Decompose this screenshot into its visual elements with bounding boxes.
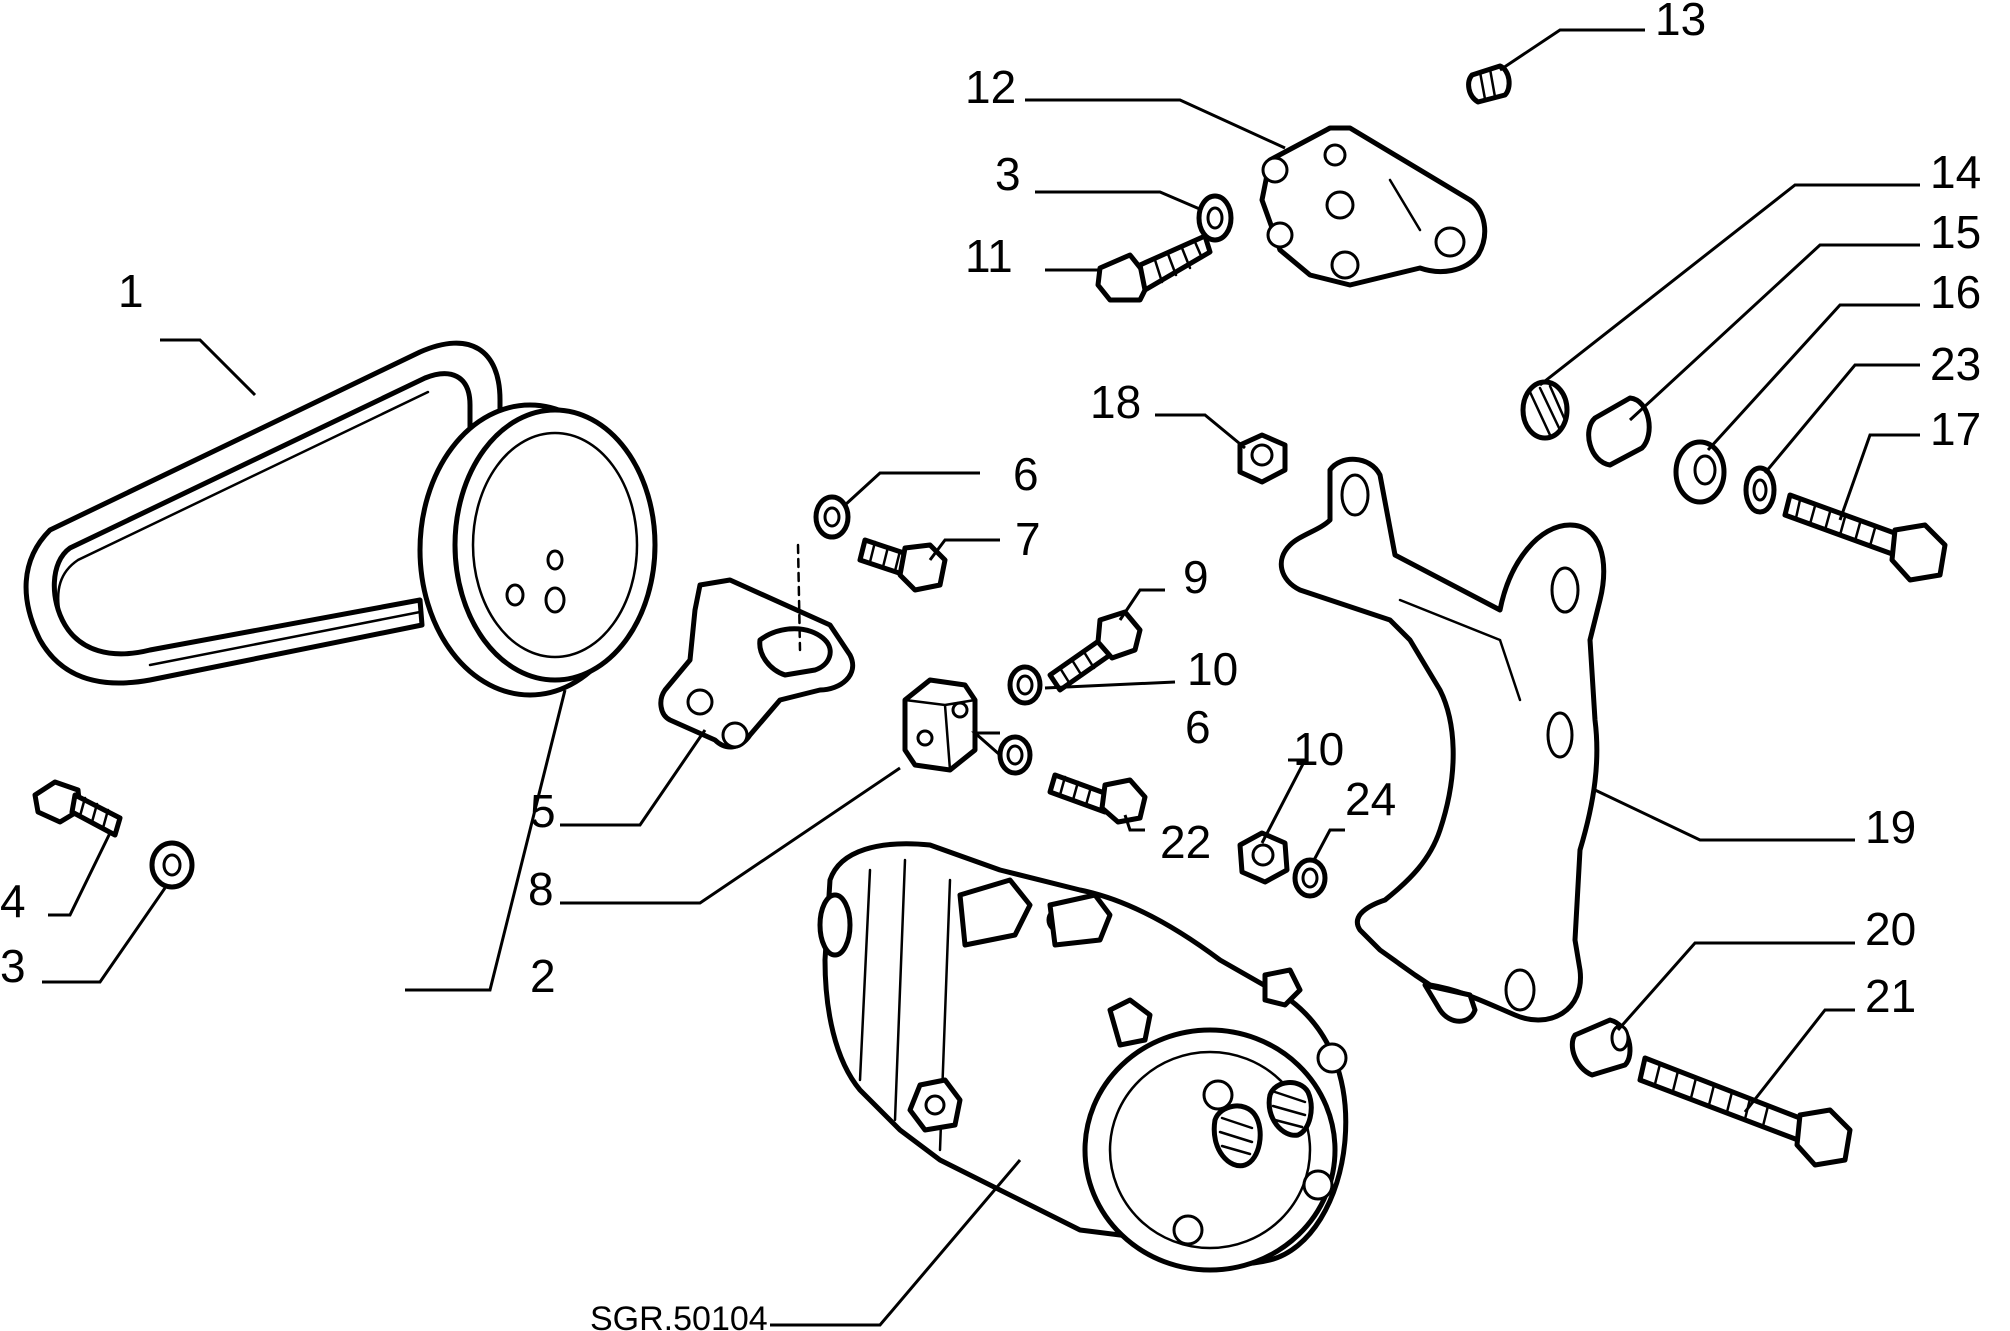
callout-20: 20 (1865, 903, 1916, 955)
nut-18 (1237, 432, 1288, 485)
washer-10-upper (1007, 664, 1043, 706)
callout-2: 2 (530, 950, 556, 1002)
washer-3-upper-hole (1206, 206, 1224, 230)
pulley (417, 402, 658, 698)
callout-15: 15 (1930, 206, 1981, 258)
callout-10-lower: 10 (1293, 723, 1344, 775)
callout-6-top: 6 (1013, 448, 1039, 500)
bolt-21 (1637, 1055, 1853, 1168)
bushing-15 (1586, 395, 1652, 468)
bushing-16 (1673, 439, 1727, 505)
callout-7: 7 (1015, 513, 1041, 565)
bolt-22 (1047, 772, 1148, 825)
bolt-4 (32, 779, 123, 838)
callout-10-upper: 10 (1187, 643, 1238, 695)
callout-6-mid: 6 (1185, 701, 1211, 753)
block-8 (902, 677, 978, 773)
ac-compressor (817, 841, 1349, 1273)
callout-11: 11 (965, 230, 1013, 282)
callout-23: 23 (1930, 338, 1981, 390)
callout-18: 18 (1090, 376, 1141, 428)
washer-23 (1743, 465, 1777, 515)
bolt-17 (1782, 492, 1948, 583)
tensioner-bracket-5 (658, 543, 856, 750)
drive-belt (23, 340, 503, 686)
washer-24 (1292, 857, 1328, 899)
bolt-9 (1047, 609, 1143, 693)
upper-bracket-block (1259, 125, 1488, 288)
washer-3-left (149, 840, 195, 890)
callout-8: 8 (528, 863, 554, 915)
callout-1: 1 (118, 265, 144, 317)
callout-19: 19 (1865, 801, 1916, 853)
callout-16: 16 (1930, 266, 1981, 318)
callout-14: 14 (1930, 146, 1981, 198)
spacer-14 (1520, 379, 1570, 441)
washer-6-lower (997, 734, 1033, 776)
plug-13 (1466, 63, 1512, 105)
callout-9: 9 (1183, 551, 1209, 603)
callout-4: 4 (0, 875, 26, 927)
washer-6-upper (813, 494, 851, 540)
bolt-7 (857, 537, 948, 593)
leader-lines (42, 28, 1920, 1327)
callout-24: 24 (1345, 773, 1396, 825)
bolt-11 (1095, 233, 1213, 303)
reference-code: SGR.50104 (590, 1300, 768, 1331)
callout-3-top: 3 (995, 148, 1021, 200)
callout-5: 5 (530, 785, 556, 837)
callout-12: 12 (965, 61, 1016, 113)
callout-3-left: 3 (0, 940, 26, 992)
nut-10-lower (1237, 830, 1290, 885)
callout-21: 21 (1865, 970, 1916, 1022)
main-bracket-19 (1278, 456, 1607, 1024)
callout-13: 13 (1655, 0, 1706, 45)
callout-22: 22 (1160, 816, 1211, 868)
callout-17: 17 (1930, 403, 1981, 455)
